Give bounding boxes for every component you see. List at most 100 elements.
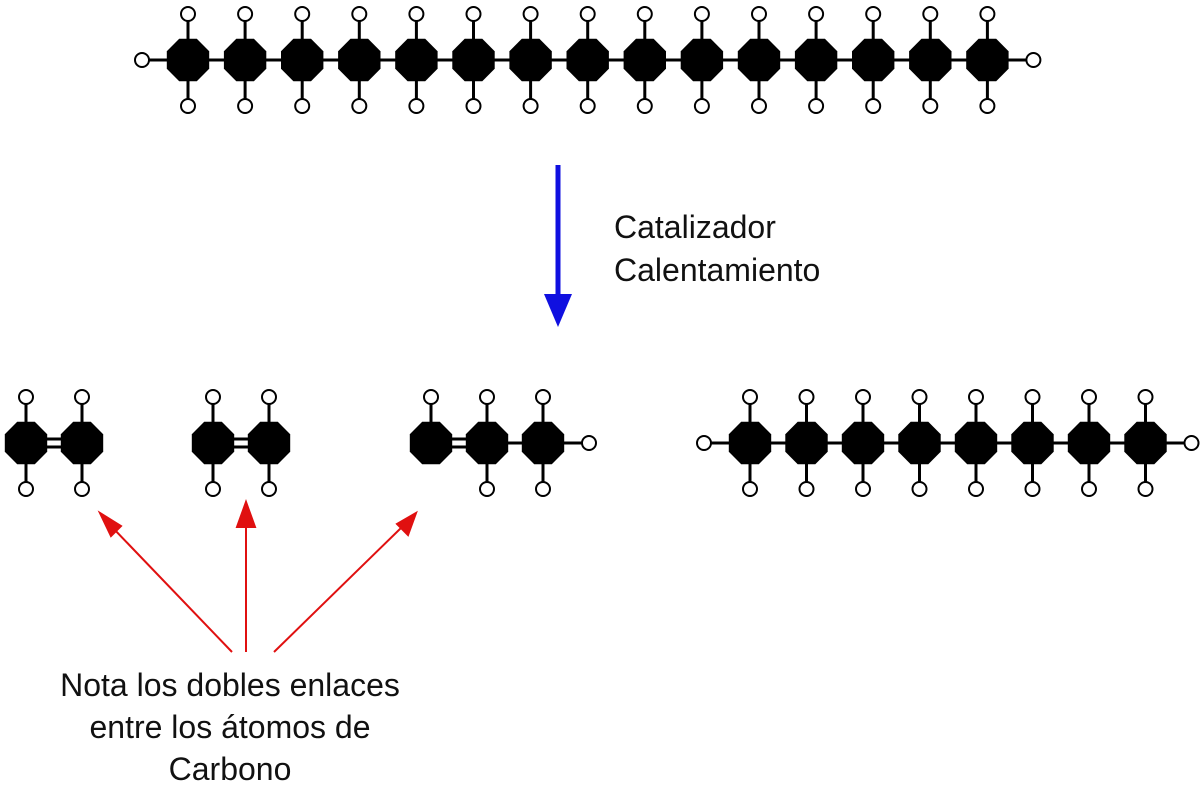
hydrogen-atom <box>865 6 882 22</box>
hydrogen-atom <box>522 98 539 114</box>
reactant-alkane <box>134 6 1042 114</box>
hydrogen-atom <box>742 389 758 405</box>
hydrogen-atom <box>979 98 996 114</box>
hydrogen-atom <box>408 6 425 22</box>
note-arrow-propene <box>273 526 403 653</box>
note-line-3: Carbono <box>168 751 292 787</box>
carbon-atom <box>1124 421 1167 465</box>
product-ethene-2 <box>191 389 291 497</box>
hydrogen-atom <box>696 435 712 451</box>
hydrogen-atom <box>636 6 653 22</box>
hydrogen-atom <box>237 98 254 114</box>
product-alkane <box>696 389 1200 497</box>
hydrogen-atom <box>180 98 196 114</box>
carbon-atom <box>1067 421 1111 465</box>
condition-heating: Calentamiento <box>614 252 821 288</box>
carbon-atom <box>452 38 495 82</box>
hydrogen-atom <box>465 6 482 22</box>
hydrogen-atom <box>18 389 34 405</box>
molecules-layer <box>4 6 1200 497</box>
note-line-2: entre los átomos de <box>89 709 371 745</box>
note-arrow-ethene-1 <box>111 526 233 653</box>
carbon-atom <box>521 421 565 465</box>
hydrogen-atom <box>968 389 984 405</box>
carbon-atom <box>737 38 781 82</box>
carbon-atom <box>794 38 838 82</box>
hydrogen-atom <box>351 6 368 22</box>
hydrogen-atom <box>535 481 551 497</box>
carbon-atom <box>954 421 998 465</box>
hydrogen-atom <box>581 435 597 451</box>
hydrogen-atom <box>865 98 882 114</box>
carbon-atom <box>223 38 267 82</box>
hydrogen-atom <box>423 389 439 405</box>
hydrogen-atom <box>979 6 996 22</box>
note-line-1: Nota los dobles enlaces <box>60 667 400 703</box>
note-arrow-head-2 <box>235 499 257 528</box>
carbon-atom <box>409 421 453 465</box>
hydrogen-atom <box>261 481 277 497</box>
hydrogen-atom <box>798 481 815 497</box>
carbon-atom <box>4 421 48 465</box>
hydrogen-atom <box>808 6 825 22</box>
carbon-atom <box>623 38 666 82</box>
hydrogen-atom <box>798 389 815 405</box>
carbon-atom <box>338 38 381 82</box>
hydrogen-atom <box>134 52 150 68</box>
product-ethene-1 <box>4 389 104 497</box>
hydrogen-atom <box>579 98 596 114</box>
carbon-atom <box>247 421 291 465</box>
hydrogen-atom <box>751 6 767 22</box>
carbon-atom <box>566 38 609 82</box>
hydrogen-atom <box>74 481 90 497</box>
hydrogen-atom <box>968 481 984 497</box>
carbon-atom <box>966 38 1009 82</box>
product-propene <box>409 389 597 497</box>
hydrogen-atom <box>205 481 221 497</box>
hydrogen-atom <box>636 98 653 114</box>
hydrogen-atom <box>1024 389 1041 405</box>
carbon-atom <box>1011 421 1054 465</box>
hydrogen-atom <box>855 481 871 497</box>
carbon-atom <box>166 38 210 82</box>
carbon-atom <box>852 38 895 82</box>
hydrogen-atom <box>205 389 221 405</box>
hydrogen-atom <box>1137 481 1154 497</box>
hydrogen-atom <box>855 389 871 405</box>
hydrogen-atom <box>465 98 482 114</box>
hydrogen-atom <box>408 98 425 114</box>
note-arrow-head-3 <box>395 510 418 537</box>
hydrogen-atom <box>693 98 710 114</box>
carbon-atom <box>680 38 724 82</box>
hydrogen-atom <box>479 481 495 497</box>
note-arrow-head-1 <box>97 510 123 538</box>
hydrogen-atom <box>74 389 90 405</box>
hydrogen-atom <box>180 6 196 22</box>
hydrogen-atom <box>1025 52 1042 68</box>
carbon-atom <box>909 38 952 82</box>
carbon-atom <box>395 38 438 82</box>
hydrogen-atom <box>294 98 311 114</box>
hydrogen-atom <box>1081 481 1097 497</box>
note-arrows <box>97 499 418 653</box>
condition-catalyst: Catalizador <box>614 209 776 245</box>
hydrogen-atom <box>237 6 254 22</box>
hydrogen-atom <box>579 6 596 22</box>
hydrogen-atom <box>351 98 368 114</box>
hydrogen-atom <box>922 6 939 22</box>
carbon-atom <box>60 421 104 465</box>
hydrogen-atom <box>751 98 767 114</box>
hydrogen-atom <box>1137 389 1154 405</box>
hydrogen-atom <box>535 389 551 405</box>
hydrogen-atom <box>911 389 928 405</box>
hydrogen-atom <box>808 98 825 114</box>
hydrogen-atom <box>742 481 758 497</box>
reaction-arrow <box>544 165 572 327</box>
carbon-atom <box>728 421 772 465</box>
hydrogen-atom <box>18 481 34 497</box>
hydrogen-atom <box>1183 435 1200 451</box>
carbon-atom <box>509 38 552 82</box>
hydrogen-atom <box>1024 481 1041 497</box>
hydrogen-atom <box>693 6 710 22</box>
